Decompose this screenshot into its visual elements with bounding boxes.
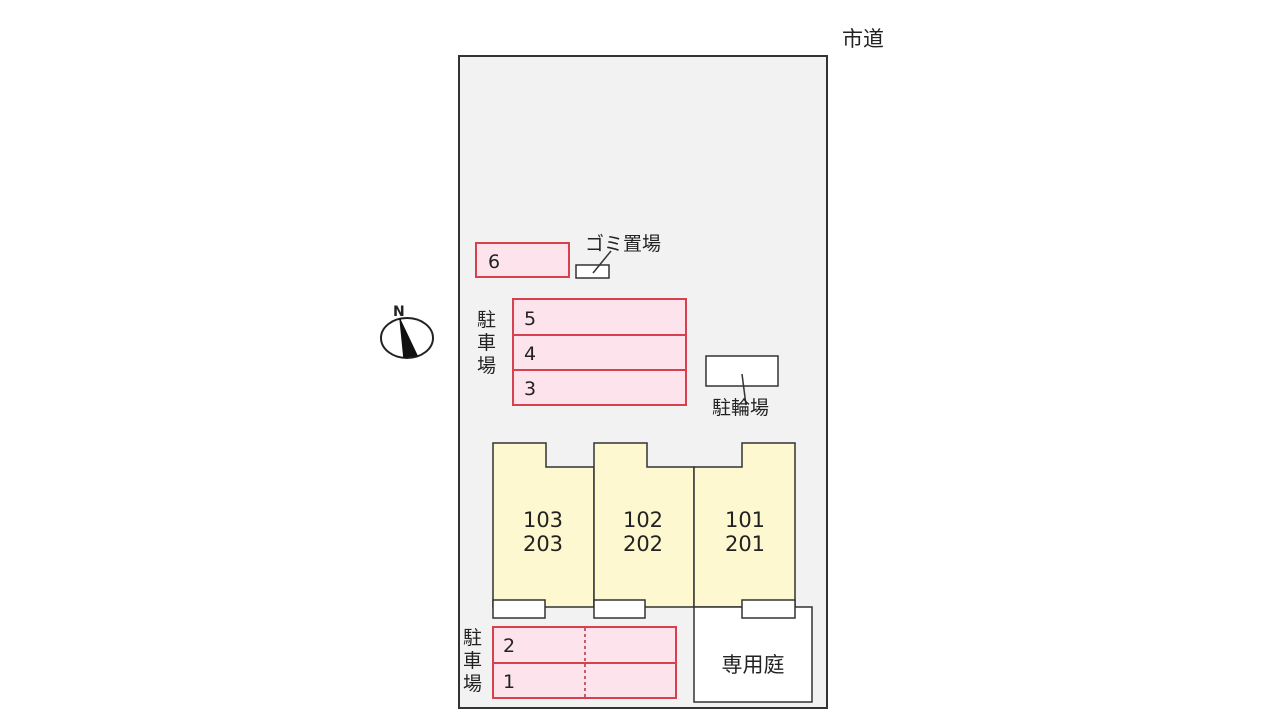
parking-number: 4 [524, 343, 536, 365]
garbage-label: ゴミ置場 [585, 233, 661, 255]
parking-number: 2 [503, 635, 515, 657]
parking-block-upper: 5 4 3 [512, 298, 687, 406]
parking-label-char: 場 [477, 355, 496, 377]
private-garden [693, 606, 813, 703]
parking-block-lower: 2 1 [492, 626, 677, 699]
balconies [492, 599, 796, 619]
parking-number: 6 [488, 251, 500, 273]
unit-number: 202 [623, 532, 663, 556]
apartment-building [492, 442, 796, 608]
parking-label-char: 車 [477, 332, 496, 354]
parking-space-6 [475, 242, 570, 278]
unit-number: 201 [725, 532, 765, 556]
road-label: 市道 [842, 27, 884, 51]
leader-line [741, 373, 747, 406]
parking-label-char: 車 [463, 650, 482, 672]
north-label: N [393, 304, 405, 320]
parking-number: 3 [524, 378, 536, 400]
unit-number: 103 [523, 508, 563, 532]
north-compass-icon: N [380, 304, 434, 359]
parking-label-char: 場 [463, 673, 482, 695]
unit-number: 203 [523, 532, 563, 556]
private-garden-label: 専用庭 [722, 653, 785, 677]
bicycle-parking-label: 駐輪場 [712, 397, 769, 419]
garbage-area [575, 264, 610, 279]
leader-line [592, 250, 612, 274]
unit-number: 101 [725, 508, 765, 532]
parking-label-char: 駐 [463, 627, 482, 649]
unit-number: 102 [623, 508, 663, 532]
parking-label-char: 駐 [477, 309, 496, 331]
parking-number: 1 [503, 671, 515, 693]
parking-number: 5 [524, 308, 536, 330]
bicycle-parking [705, 355, 779, 387]
